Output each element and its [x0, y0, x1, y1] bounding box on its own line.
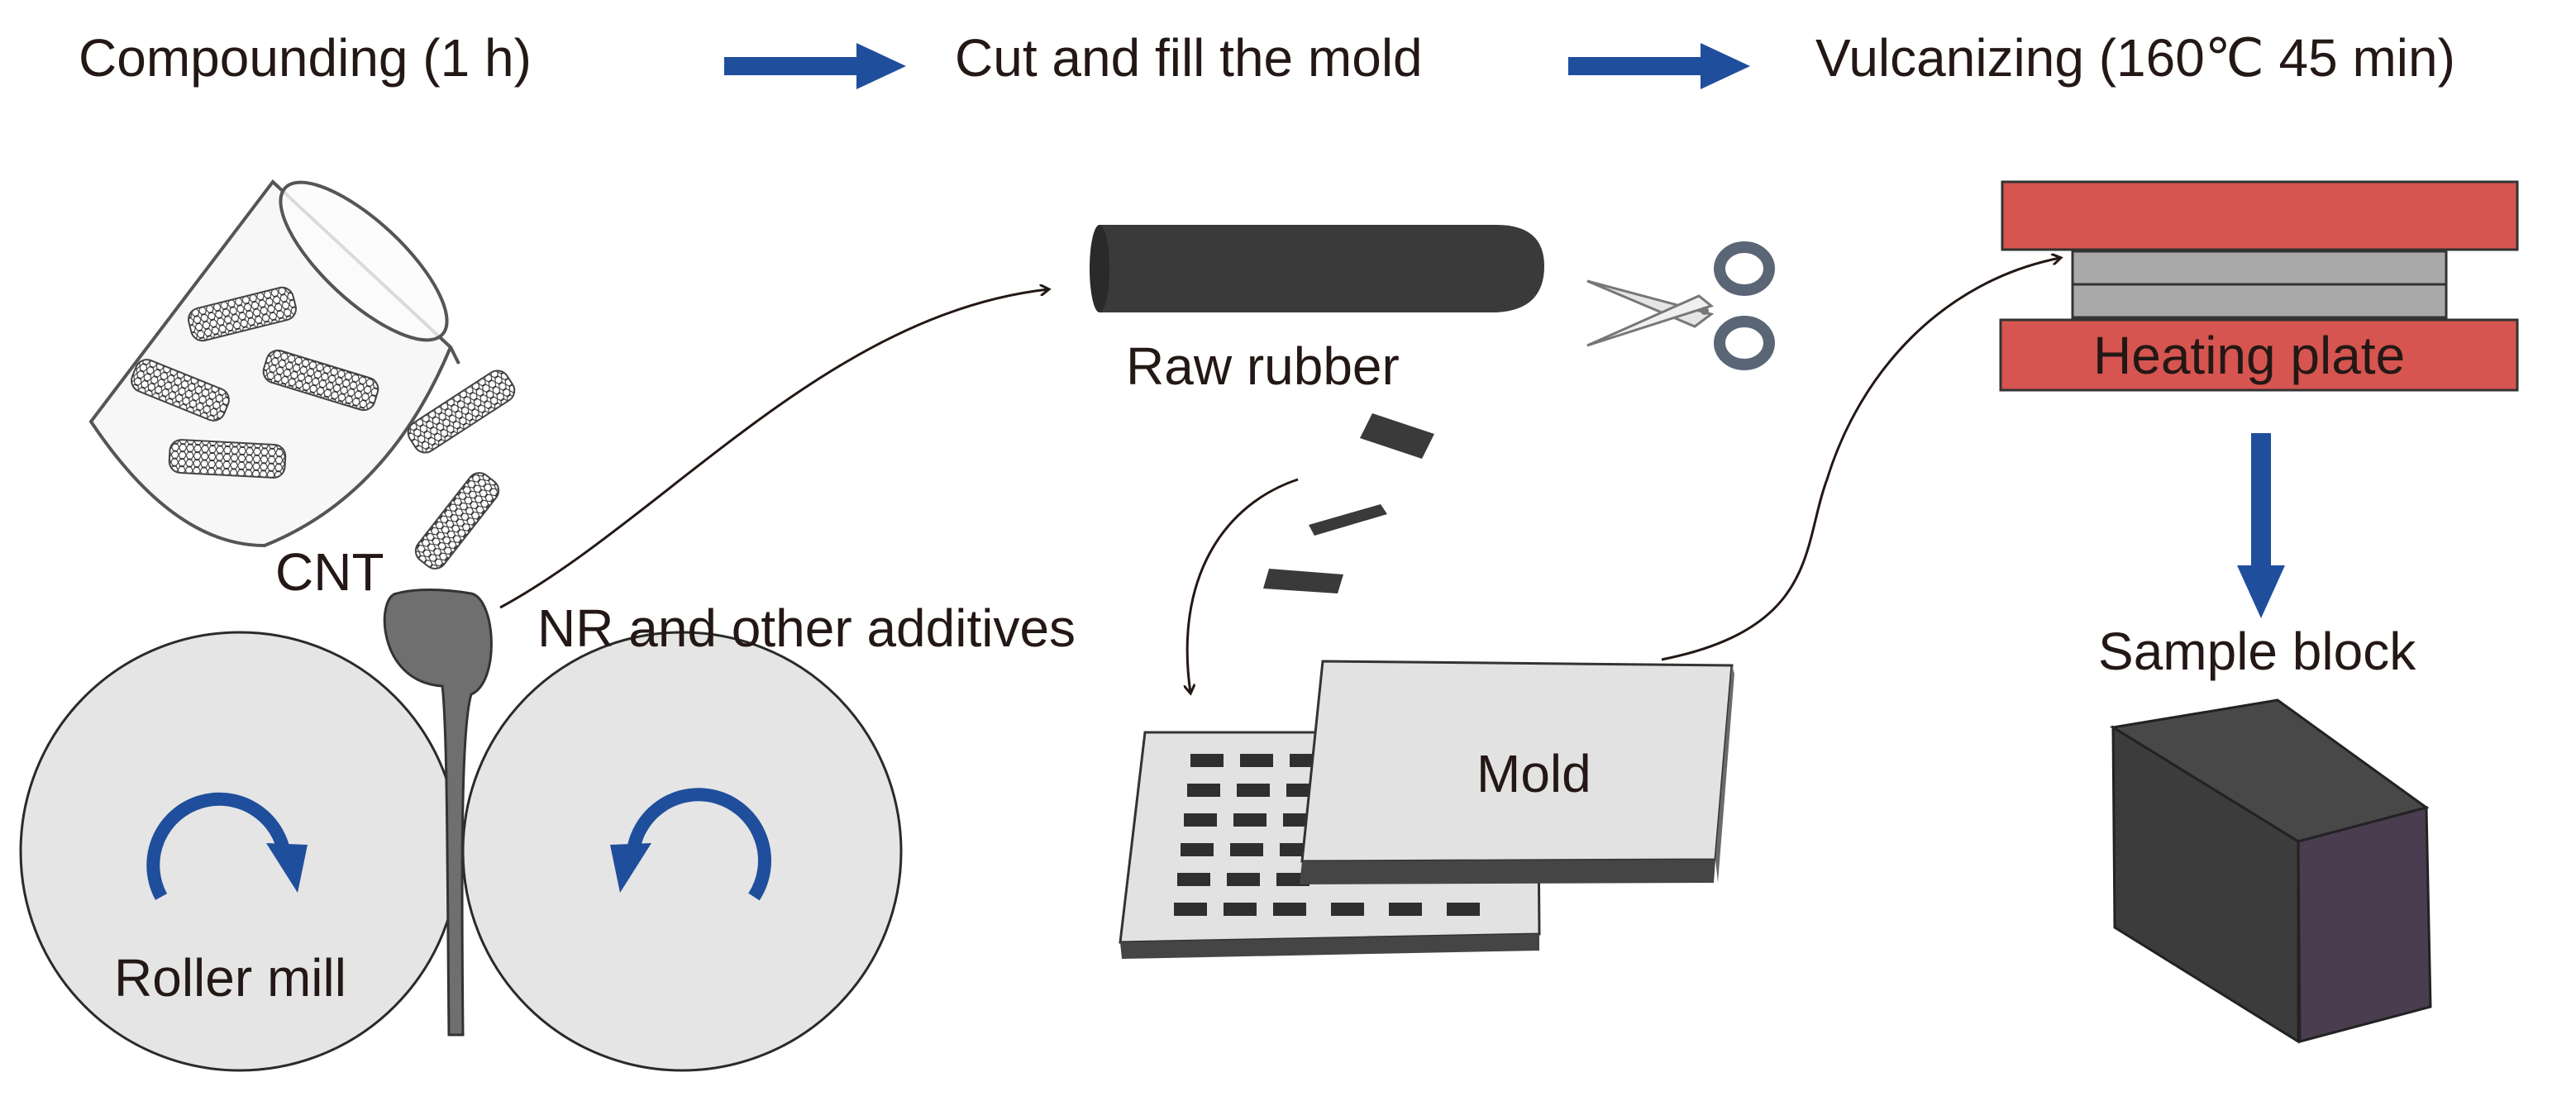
mold-label: Mold	[1476, 744, 1591, 803]
rubber-pieces	[1263, 413, 1434, 593]
step-arrow-1	[724, 43, 906, 89]
step-cut-fill: Cut and fill the mold	[955, 28, 1423, 88]
roller-mill	[19, 589, 903, 1072]
down-arrow	[2237, 433, 2285, 618]
flow-arrow-to-mold	[1187, 478, 1299, 693]
cnt-label: CNT	[275, 542, 384, 602]
nanotube-icon	[131, 286, 516, 570]
step-arrow-2	[1568, 43, 1750, 89]
rotate-cw-icon	[146, 792, 308, 900]
flow-arrow-to-rubber	[499, 289, 1048, 609]
mold-lid	[1300, 660, 1734, 884]
hot-press	[1999, 180, 2519, 392]
rotate-ccw-icon	[610, 788, 771, 901]
scissors-icon	[1586, 241, 1775, 370]
sample-block	[2109, 698, 2432, 1044]
raw-rubber-label: Raw rubber	[1126, 336, 1400, 396]
sample-block-label: Sample block	[2098, 622, 2416, 681]
step-compounding: Compounding (1 h)	[79, 28, 532, 88]
heating-plate-label: Heating plate	[2093, 326, 2405, 385]
roller-mill-label: Roller mill	[114, 948, 346, 1008]
step-vulcanizing: Vulcanizing (160℃ 45 min)	[1815, 28, 2455, 88]
nr-additives-label: NR and other additives	[537, 598, 1076, 658]
raw-rubber	[1090, 225, 1544, 312]
flow-arrow-to-press	[1661, 258, 2060, 661]
